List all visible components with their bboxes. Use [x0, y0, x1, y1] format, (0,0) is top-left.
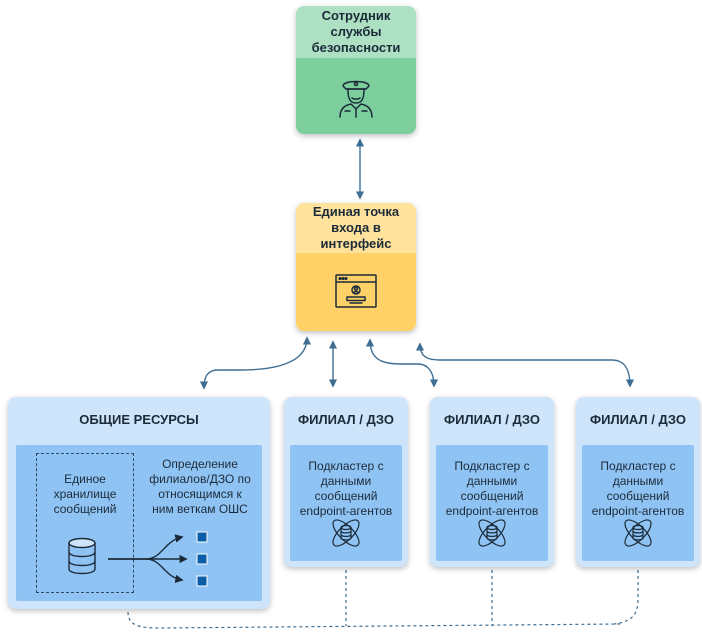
cluster-database-icon: [332, 519, 360, 547]
shared-resources-box: ОБЩИЕ РЕСУРСЫ Единое хранилище сообщений…: [8, 397, 270, 609]
shared-resources-title: ОБЩИЕ РЕСУРСЫ: [79, 412, 199, 427]
user-login-window-icon: [335, 274, 377, 308]
dashed-link-branch3: [613, 570, 639, 625]
branch-subcluster-label: Подкластер с данными сообщений endpoint-…: [591, 459, 685, 518]
shared-resources-panel: Единое хранилище сообщений Определение ф…: [16, 445, 262, 601]
message-storage-frame: Единое хранилище сообщений: [36, 453, 134, 593]
message-storage-label: Единое хранилище сообщений: [53, 472, 117, 516]
square-marker: [196, 531, 208, 543]
branch-subcluster-label: Подкластер с данными сообщений endpoint-…: [299, 459, 393, 518]
branch-definition-label: Определение филиалов/ДЗО по относящимся …: [149, 457, 251, 516]
square-marker: [196, 553, 208, 565]
entry-branch3-arrow: [415, 342, 635, 388]
branch-title: ФИЛИАЛ / ДЗО: [444, 412, 540, 427]
entry-point-title: Единая точка входа в интерфейс: [296, 203, 416, 253]
branch-panel: Подкластер с данными сообщений endpoint-…: [582, 445, 694, 561]
entry-point-box: Единая точка входа в интерфейс: [296, 203, 416, 331]
branch-box-2: ФИЛИАЛ / ДЗО Подкластер с данными сообще…: [430, 397, 554, 567]
entry-shared-arrow: [199, 336, 312, 390]
database-icon: [68, 537, 96, 575]
flow-arrow-top: [108, 534, 184, 560]
security-officer-body: [296, 58, 416, 134]
storage-flow-graphic: [68, 531, 208, 587]
branch-box-3: ФИЛИАЛ / ДЗО Подкластер с данными сообще…: [576, 397, 700, 567]
cluster-database-icon: [478, 519, 506, 547]
square-marker: [196, 575, 208, 587]
security-officer-title: Сотрудник службы безопасности: [296, 6, 416, 58]
branch-title: ФИЛИАЛ / ДЗО: [298, 412, 394, 427]
security-officer-icon: [339, 80, 373, 118]
security-officer-box: Сотрудник службы безопасности: [296, 6, 416, 134]
branch-subcluster-label: Подкластер с данными сообщений endpoint-…: [445, 459, 539, 518]
branch-title: ФИЛИАЛ / ДЗО: [590, 412, 686, 427]
flow-arrow-bottom: [145, 558, 184, 584]
entry-branch2-arrow: [365, 338, 439, 388]
branch-panel: Подкластер с данными сообщений endpoint-…: [290, 445, 402, 561]
dashed-link-storage: [127, 611, 621, 629]
cluster-database-icon: [624, 519, 652, 547]
entry-point-body: [296, 253, 416, 331]
branch-box-1: ФИЛИАЛ / ДЗО Подкластер с данными сообще…: [284, 397, 408, 567]
branch-panel: Подкластер с данными сообщений endpoint-…: [436, 445, 548, 561]
